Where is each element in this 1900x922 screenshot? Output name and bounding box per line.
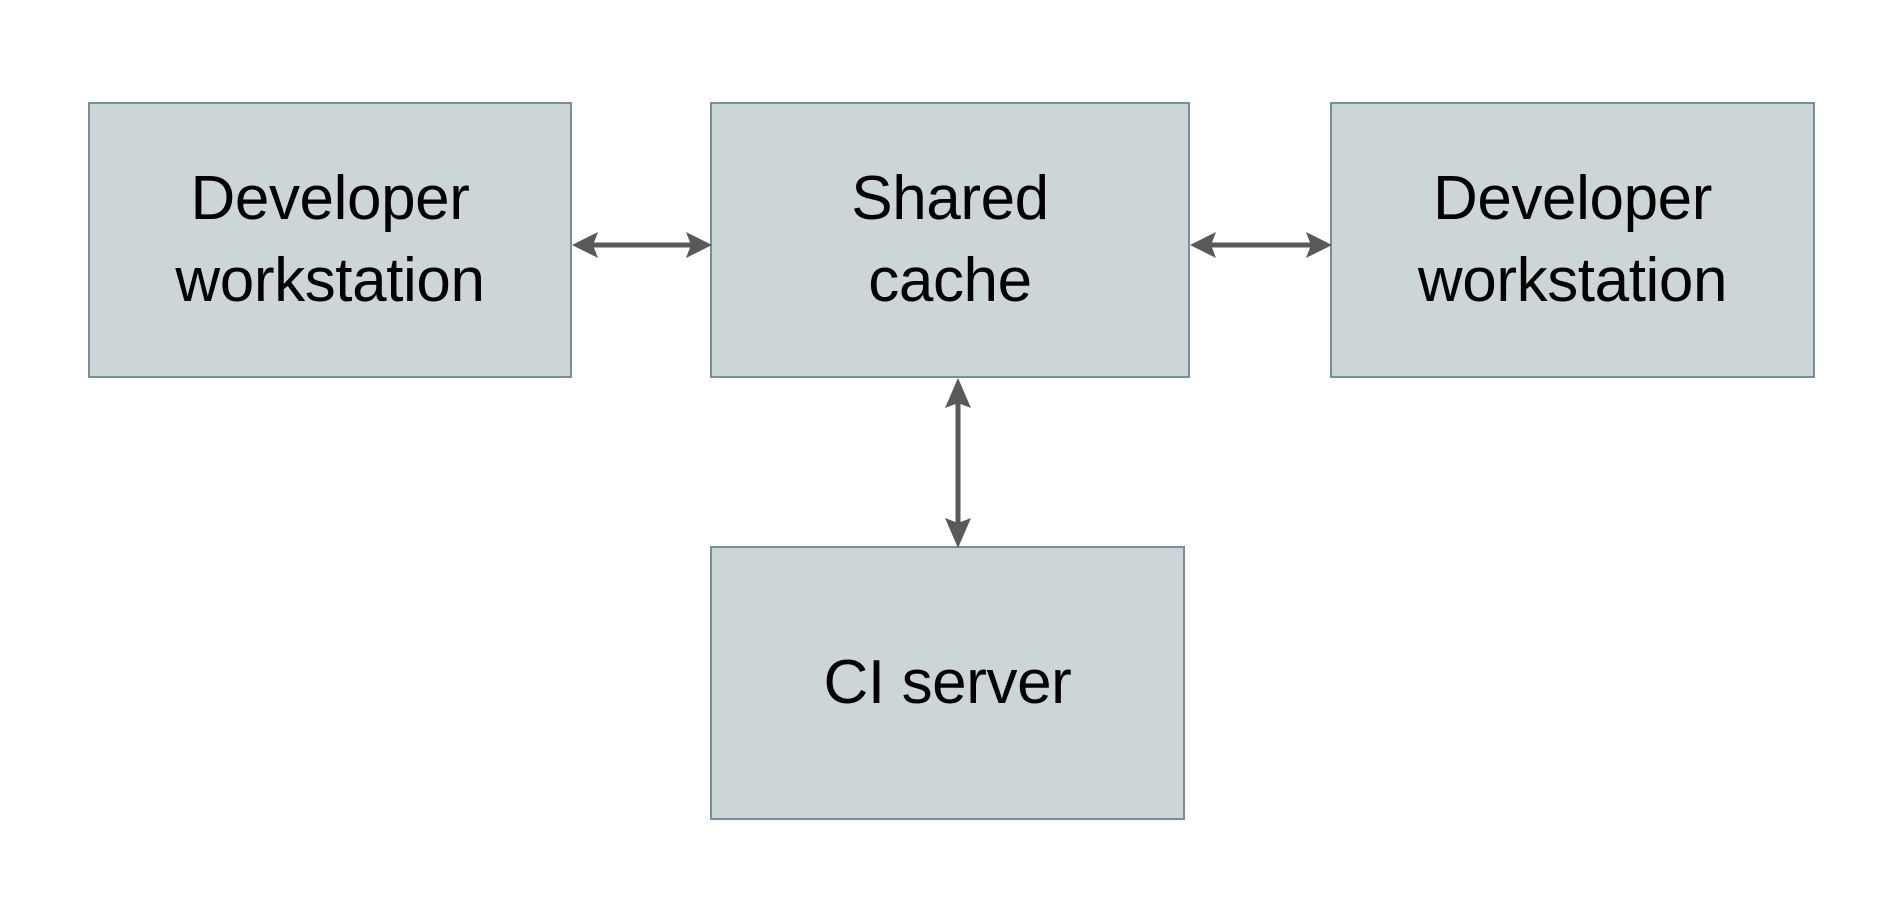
node-label: CI server bbox=[823, 648, 1072, 718]
node-ci-server[interactable]: CI server bbox=[710, 546, 1185, 820]
edge-shared-cache-to-ci-server bbox=[935, 378, 981, 548]
node-label: Developer workstation bbox=[1417, 164, 1728, 315]
node-label: Shared cache bbox=[851, 164, 1049, 315]
node-developer-workstation-left[interactable]: Developer workstation bbox=[88, 102, 572, 378]
double-arrow-icon bbox=[572, 232, 712, 258]
node-shared-cache[interactable]: Shared cache bbox=[710, 102, 1190, 378]
node-developer-workstation-right[interactable]: Developer workstation bbox=[1330, 102, 1815, 378]
double-arrow-icon bbox=[945, 378, 971, 548]
double-arrow-icon bbox=[1190, 232, 1332, 258]
edge-developer-workstation-left-to-shared-cache bbox=[572, 222, 712, 268]
node-label: Developer workstation bbox=[175, 164, 485, 315]
edge-shared-cache-to-developer-workstation-right bbox=[1190, 222, 1332, 268]
